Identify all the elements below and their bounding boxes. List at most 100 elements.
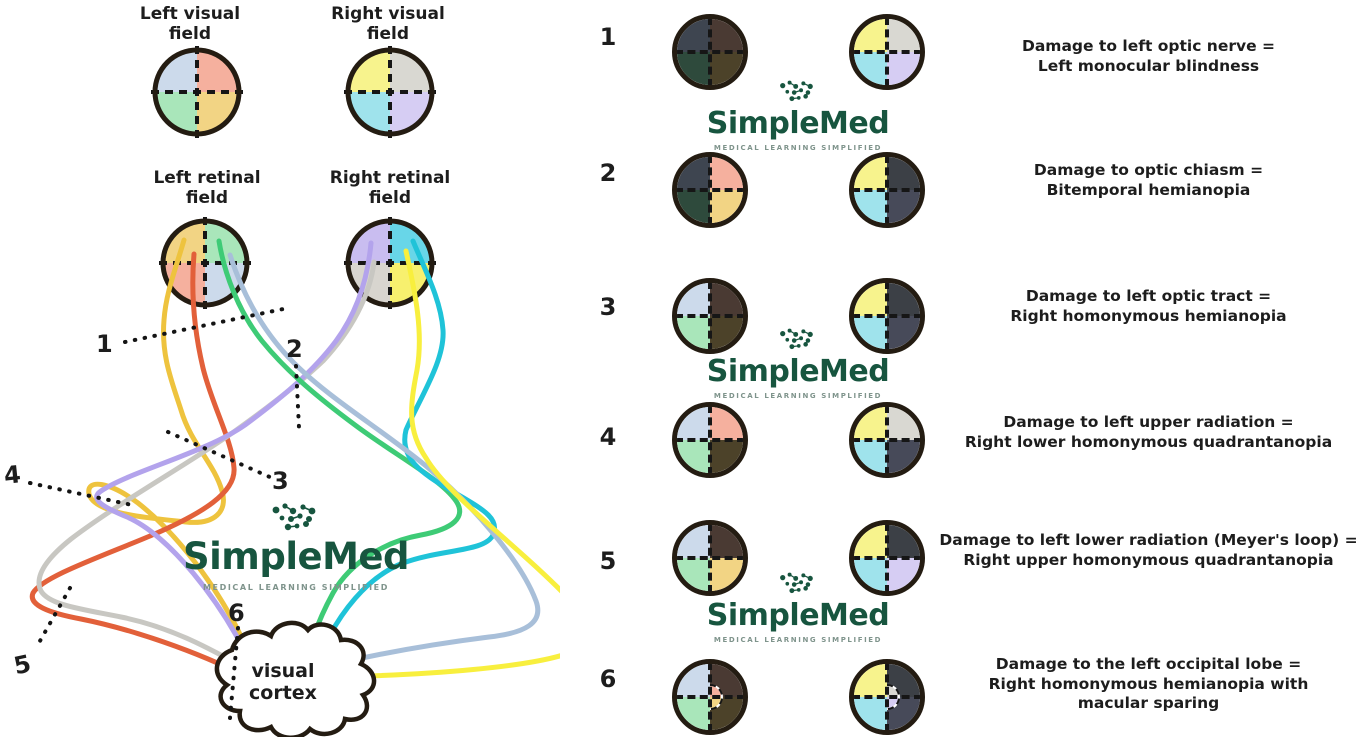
dashed-cross-vertical: [708, 19, 712, 85]
quadrant-top-left: [854, 664, 887, 697]
lesion-number-2: 2: [286, 335, 303, 363]
dotted-leader-5: [34, 586, 72, 650]
quadrant-fill: [348, 92, 390, 134]
label-line: Right visual: [331, 4, 445, 24]
quadrant-top-right: [887, 525, 920, 558]
quadrant-bottom-left: [854, 190, 887, 223]
dashed-cross-vertical: [885, 525, 889, 591]
molecule-dots-icon: [779, 571, 814, 594]
lesion-number-3: 3: [272, 467, 289, 495]
right-eye-field-circle: [849, 402, 925, 478]
left-eye-field-circle: [672, 14, 748, 90]
molecule-dots-icon: [779, 79, 814, 102]
description-line: Damage to optic chiasm =: [1033, 161, 1264, 179]
quadrant-top-right: [887, 283, 920, 316]
lesion-number-1: 1: [96, 330, 113, 358]
quadrant-top-left: [677, 19, 710, 52]
logo-wordmark: SimpleMed: [706, 354, 890, 389]
description-line: Damage to the left occipital lobe =: [995, 655, 1302, 673]
label-line: field: [168, 24, 212, 44]
logo-tagline: MEDICAL LEARNING SIMPLIFIED: [202, 582, 389, 592]
quadrant-top-left: [854, 525, 887, 558]
dotted-leader-4: [28, 481, 134, 507]
logo-wordmark: SimpleMed: [706, 106, 890, 141]
left-eye-field-circle: [672, 402, 748, 478]
quadrant-bottom-left: [677, 558, 710, 591]
visual-cortex-blob: [214, 620, 377, 737]
lesion-number-6: 6: [228, 599, 245, 627]
pathway-line-orange: [29, 251, 250, 680]
quadrant-bottom-right: [710, 316, 743, 349]
quadrant-top-left: [677, 407, 710, 440]
quadrant-top-right: [710, 283, 743, 316]
dashed-cross-vertical: [885, 283, 889, 349]
quadrant-top-left: [854, 283, 887, 316]
defect-row-number: 3: [599, 293, 617, 321]
spare-lower: [887, 697, 898, 708]
dashed-cross-vertical: [708, 664, 712, 730]
spare-upper: [887, 686, 898, 697]
dashed-cross-vertical: [885, 19, 889, 85]
quadrant-bottom-left: [854, 697, 887, 730]
quadrant-bottom-left: [854, 316, 887, 349]
label-line: visual: [251, 660, 315, 682]
quadrant-bottom-left: [854, 558, 887, 591]
quadrant-bottom-right: [710, 440, 743, 473]
quadrant-bottom-left: [854, 440, 887, 473]
quadrant-bottom-left: [677, 697, 710, 730]
quadrant-top-right: [887, 157, 920, 190]
quadrant-top-right: [887, 407, 920, 440]
left-eye-field-circle: [672, 520, 748, 596]
left-eye-field-circle: [672, 152, 748, 228]
quadrant-top-left: [677, 283, 710, 316]
description-line: Bitemporal hemianopia: [1046, 180, 1251, 199]
defect-description: Damage to left upper radiation = Right l…: [930, 413, 1367, 452]
logo-tagline: MEDICAL LEARNING SIMPLIFIED: [713, 391, 883, 400]
description-line: Damage to left upper radiation =: [1003, 413, 1294, 431]
lesion-number-4: 4: [2, 460, 23, 490]
logo-tagline: MEDICAL LEARNING SIMPLIFIED: [713, 143, 883, 152]
dashed-cross-vertical: [708, 525, 712, 591]
description-line: Right lower homonymous quadrantanopia: [964, 432, 1333, 451]
right-eye-field-circle: [849, 520, 925, 596]
left-eye-field-circle: [672, 278, 748, 354]
quadrant-bottom-right: [887, 558, 920, 591]
quadrant-bottom-right: [710, 52, 743, 85]
quadrant-top-left: [677, 664, 710, 697]
quadrant-fill: [390, 50, 432, 92]
simplemed-logo: SimpleMed MEDICAL LEARNING SIMPLIFIED: [678, 326, 918, 400]
description-line: Right homonymous hemianopia: [1010, 306, 1287, 325]
defect-row-number: 4: [599, 423, 617, 451]
defect-row-number: 6: [599, 665, 617, 693]
description-line: Left monocular blindness: [1037, 56, 1260, 75]
label-line: cortex: [249, 682, 317, 704]
quadrant-top-right: [887, 19, 920, 52]
dashed-cross-vertical: [885, 157, 889, 223]
description-line: Damage to left lower radiation (Meyer's …: [939, 531, 1358, 549]
dashed-cross-vertical: [885, 407, 889, 473]
molecule-dots-icon: [271, 502, 317, 532]
quadrant-top-right: [710, 407, 743, 440]
visual-field-circle-left: [151, 46, 243, 138]
quadrant-bottom-right: [887, 190, 920, 223]
pathway-line-steel: [227, 252, 541, 669]
dashed-cross-vertical: [708, 283, 712, 349]
description-line: Damage to left optic nerve =: [1021, 37, 1275, 55]
lesion-leaders: [28, 306, 301, 720]
quadrant-bottom-right: [887, 440, 920, 473]
quadrant-top-left: [854, 157, 887, 190]
quadrant-top-right: [710, 19, 743, 52]
defect-description: Damage to the left occipital lobe = Righ…: [930, 655, 1367, 714]
dashed-cross-vertical: [885, 664, 889, 730]
pathway-line-yellow: [328, 248, 560, 680]
label-line: Left retinal: [153, 168, 261, 188]
quadrant-bottom-right: [887, 52, 920, 85]
defect-row-number: 5: [599, 547, 617, 575]
description-line: Right upper homonymous quadrantanopia: [963, 550, 1334, 569]
quadrant-bottom-right: [887, 316, 920, 349]
quadrant-bottom-left: [677, 440, 710, 473]
quadrant-bottom-left: [677, 52, 710, 85]
pathway-line-lavender: [94, 240, 374, 665]
pathway-line-gold: [86, 237, 256, 667]
